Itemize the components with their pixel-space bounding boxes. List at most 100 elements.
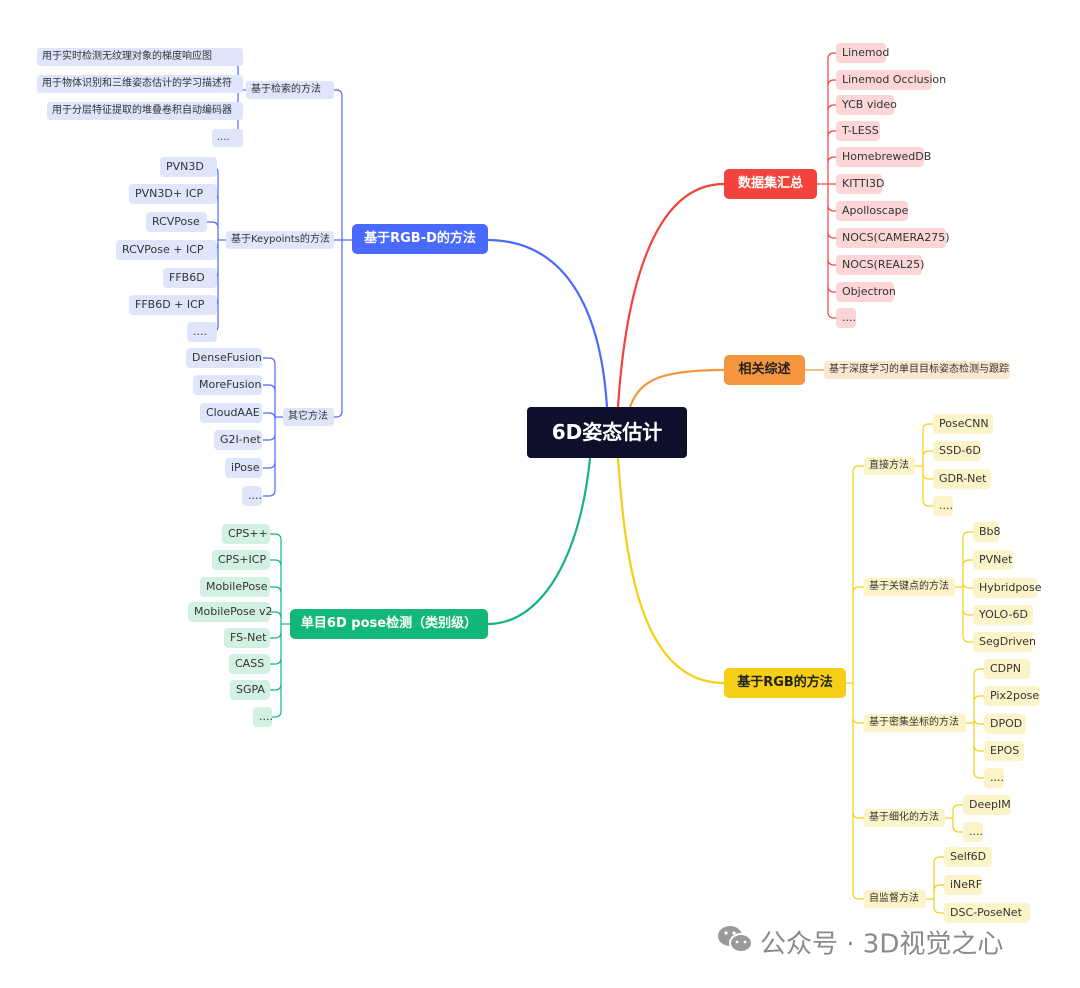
branch-line xyxy=(827,258,836,266)
curve-review xyxy=(628,368,725,408)
rgb-group-selfsup[interactable]: 自监督方法 xyxy=(864,890,926,908)
branch-line xyxy=(827,52,836,60)
rgb-selfsup-item[interactable]: DSC-PoseNet xyxy=(944,903,1030,923)
mono-item[interactable]: CPS++ xyxy=(222,524,270,544)
other-item[interactable]: MoreFusion xyxy=(193,375,262,395)
group-keypoints[interactable]: 基于Keypoints的方法 xyxy=(226,231,334,249)
branch-line xyxy=(922,423,933,431)
dataset-item[interactable]: HomebrewedDB xyxy=(836,147,931,167)
review-item[interactable]: 基于深度学习的单目目标姿态检测与跟踪 xyxy=(824,361,1010,379)
keypoints-item[interactable]: RCVPose + ICP xyxy=(116,240,217,260)
main-rgbd[interactable]: 基于RGB-D的方法 xyxy=(352,224,488,254)
branch-line xyxy=(206,221,219,229)
watermark-text: 公众号 · 3D视觉之心 xyxy=(760,929,1004,960)
branch-line xyxy=(933,906,944,914)
branch-line xyxy=(852,811,864,819)
dataset-item[interactable]: YCB video xyxy=(836,95,897,115)
curve-datasets xyxy=(616,182,725,408)
branch-line xyxy=(952,825,963,833)
rgb-keypoint-item[interactable]: Bb8 xyxy=(973,522,1001,542)
branch-line xyxy=(933,884,944,892)
branch-line xyxy=(827,130,836,138)
group-other[interactable]: 其它方法 xyxy=(283,408,334,426)
retrieval-item[interactable]: .... xyxy=(212,129,243,147)
branch-line xyxy=(962,559,973,567)
mono-item[interactable]: CASS xyxy=(229,654,270,674)
keypoints-item[interactable]: PVN3D+ ICP xyxy=(129,184,217,204)
rgb-refine-item[interactable]: .... xyxy=(963,822,983,842)
rgb-direct-item[interactable]: SSD-6D xyxy=(933,441,981,461)
retrieval-item[interactable]: 用于物体识别和三维姿态估计的学习描述符 xyxy=(37,75,243,93)
watermark: 公众号 · 3D视觉之心 xyxy=(716,923,1003,963)
rgb-dense-item[interactable]: .... xyxy=(984,768,1004,788)
branch-line xyxy=(270,710,282,718)
dataset-item[interactable]: Apolloscape xyxy=(836,201,908,221)
rgb-group-direct[interactable]: 直接方法 xyxy=(864,457,915,475)
keypoints-item[interactable]: FFB6D + ICP xyxy=(129,295,217,315)
branch-line xyxy=(270,586,282,594)
rgb-dense-item[interactable]: DPOD xyxy=(984,714,1026,734)
rgb-group-keypoint[interactable]: 基于关键点的方法 xyxy=(864,578,955,596)
branch-line xyxy=(973,771,984,779)
rgb-direct-item[interactable]: PoseCNN xyxy=(933,414,993,434)
mono-item[interactable]: FS-Net xyxy=(224,628,270,648)
dataset-item[interactable]: Objectron xyxy=(836,282,896,302)
rgb-keypoint-item[interactable]: SegDriven xyxy=(973,632,1036,652)
branch-line xyxy=(263,357,276,365)
group-retrieval[interactable]: 基于检索的方法 xyxy=(246,81,334,99)
rgb-group-dense[interactable]: 基于密集坐标的方法 xyxy=(864,714,966,732)
rgb-selfsup-item[interactable]: iNeRF xyxy=(944,875,982,895)
mono-item[interactable]: MobilePose xyxy=(200,577,270,597)
other-item[interactable]: CloudAAE xyxy=(200,403,262,423)
main-review[interactable]: 相关综述 xyxy=(724,355,805,385)
branch-line xyxy=(827,104,836,112)
rgb-group-refine[interactable]: 基于细化的方法 xyxy=(864,809,945,827)
dataset-item[interactable]: Linemod xyxy=(836,43,889,63)
rgb-keypoint-item[interactable]: Hybridpose xyxy=(973,578,1042,598)
keypoints-item[interactable]: RCVPose xyxy=(146,212,207,232)
main-datasets[interactable]: 数据集汇总 xyxy=(724,169,817,199)
dataset-item[interactable]: NOCS(CAMERA275) xyxy=(836,228,950,248)
dataset-item[interactable]: NOCS(REAL25) xyxy=(836,255,924,275)
retrieval-item[interactable]: 用于分层特征提取的堆叠卷积自动编码器 xyxy=(47,102,243,120)
branch-line xyxy=(263,412,276,420)
curve-rgbd xyxy=(486,238,609,408)
dataset-item[interactable]: Linemod Occlusion xyxy=(836,70,946,90)
branch-line xyxy=(270,631,282,639)
rgb-dense-item[interactable]: CDPN xyxy=(984,659,1030,679)
rgb-direct-item[interactable]: GDR-Net xyxy=(933,469,991,489)
branch-line xyxy=(962,635,973,643)
dataset-item[interactable]: .... xyxy=(836,308,856,328)
keypoints-item[interactable]: FFB6D xyxy=(163,268,217,288)
rgb-dense-item[interactable]: EPOS xyxy=(984,741,1024,761)
rgb-keypoint-item[interactable]: PVNet xyxy=(973,550,1013,570)
rgb-refine-item[interactable]: DeepIM xyxy=(963,795,1011,815)
branch-line xyxy=(270,657,282,665)
other-item[interactable]: G2I-net xyxy=(214,430,262,450)
keypoints-item[interactable]: PVN3D xyxy=(160,157,217,177)
branch-line xyxy=(270,533,282,541)
mono-item[interactable]: .... xyxy=(253,707,273,727)
rgb-keypoint-item[interactable]: YOLO-6D xyxy=(973,605,1033,625)
dataset-item[interactable]: T-LESS xyxy=(836,121,880,141)
mono-item[interactable]: CPS+ICP xyxy=(212,550,270,570)
branch-line xyxy=(827,311,836,319)
branch-line xyxy=(973,668,984,676)
main-mono[interactable]: 单目6D pose检测（类别级） xyxy=(290,609,488,639)
mono-item[interactable]: SGPA xyxy=(230,680,270,700)
wechat-icon xyxy=(716,923,754,967)
retrieval-item[interactable]: 用于实时检测无纹理对象的梯度响应图 xyxy=(37,48,243,66)
branch-line xyxy=(973,717,984,725)
other-item[interactable]: DenseFusion xyxy=(186,348,262,368)
rgb-direct-item[interactable]: .... xyxy=(933,496,953,516)
other-item[interactable]: iPose xyxy=(225,458,262,478)
mono-item[interactable]: MobilePose v2 xyxy=(188,602,273,622)
rgb-selfsup-item[interactable]: Self6D xyxy=(944,847,992,867)
rgb-dense-item[interactable]: Pix2pose xyxy=(984,686,1040,706)
keypoints-item[interactable]: .... xyxy=(187,322,217,342)
dataset-item[interactable]: KITTI3D xyxy=(836,174,884,194)
root-node[interactable]: 6D姿态估计 xyxy=(527,407,687,458)
main-rgb[interactable]: 基于RGB的方法 xyxy=(724,668,846,698)
branch-line xyxy=(270,559,282,567)
other-item[interactable]: .... xyxy=(242,486,262,506)
